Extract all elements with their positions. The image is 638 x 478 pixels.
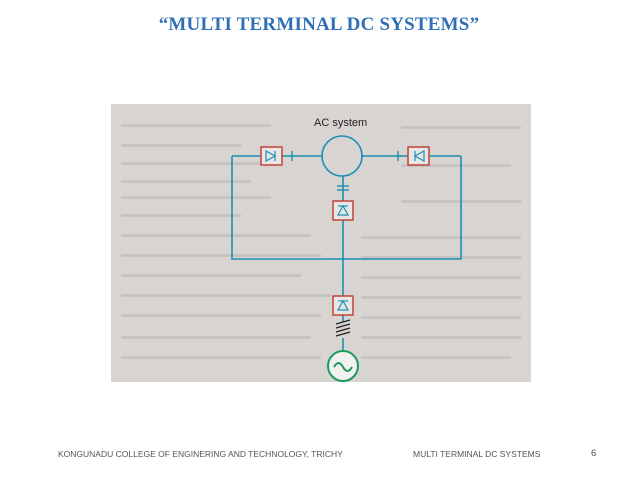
transformer-ticks — [291, 151, 399, 191]
ac-system-circle — [321, 135, 363, 177]
transformer-coil — [335, 319, 351, 337]
footer-institution: KONGUNADU COLLEGE OF ENGINERING AND TECH… — [58, 449, 343, 459]
slide-title: “MULTI TERMINAL DC SYSTEMS” — [158, 14, 480, 35]
converter-bottom — [332, 295, 354, 316]
converter-left — [260, 146, 283, 166]
dc-network — [231, 155, 462, 350]
diagram-figure: AC system — [111, 104, 531, 382]
page-number: 6 — [591, 448, 597, 459]
converter-right — [407, 146, 430, 166]
dc-loop-wire — [231, 156, 462, 260]
multi-terminal-dc-diagram: AC system — [121, 117, 521, 382]
footer-topic: MULTI TERMINAL DC SYSTEMS — [413, 449, 541, 459]
converter-center — [332, 200, 354, 221]
generator-symbol — [327, 350, 359, 382]
ac-system-label: AC system — [314, 117, 367, 129]
